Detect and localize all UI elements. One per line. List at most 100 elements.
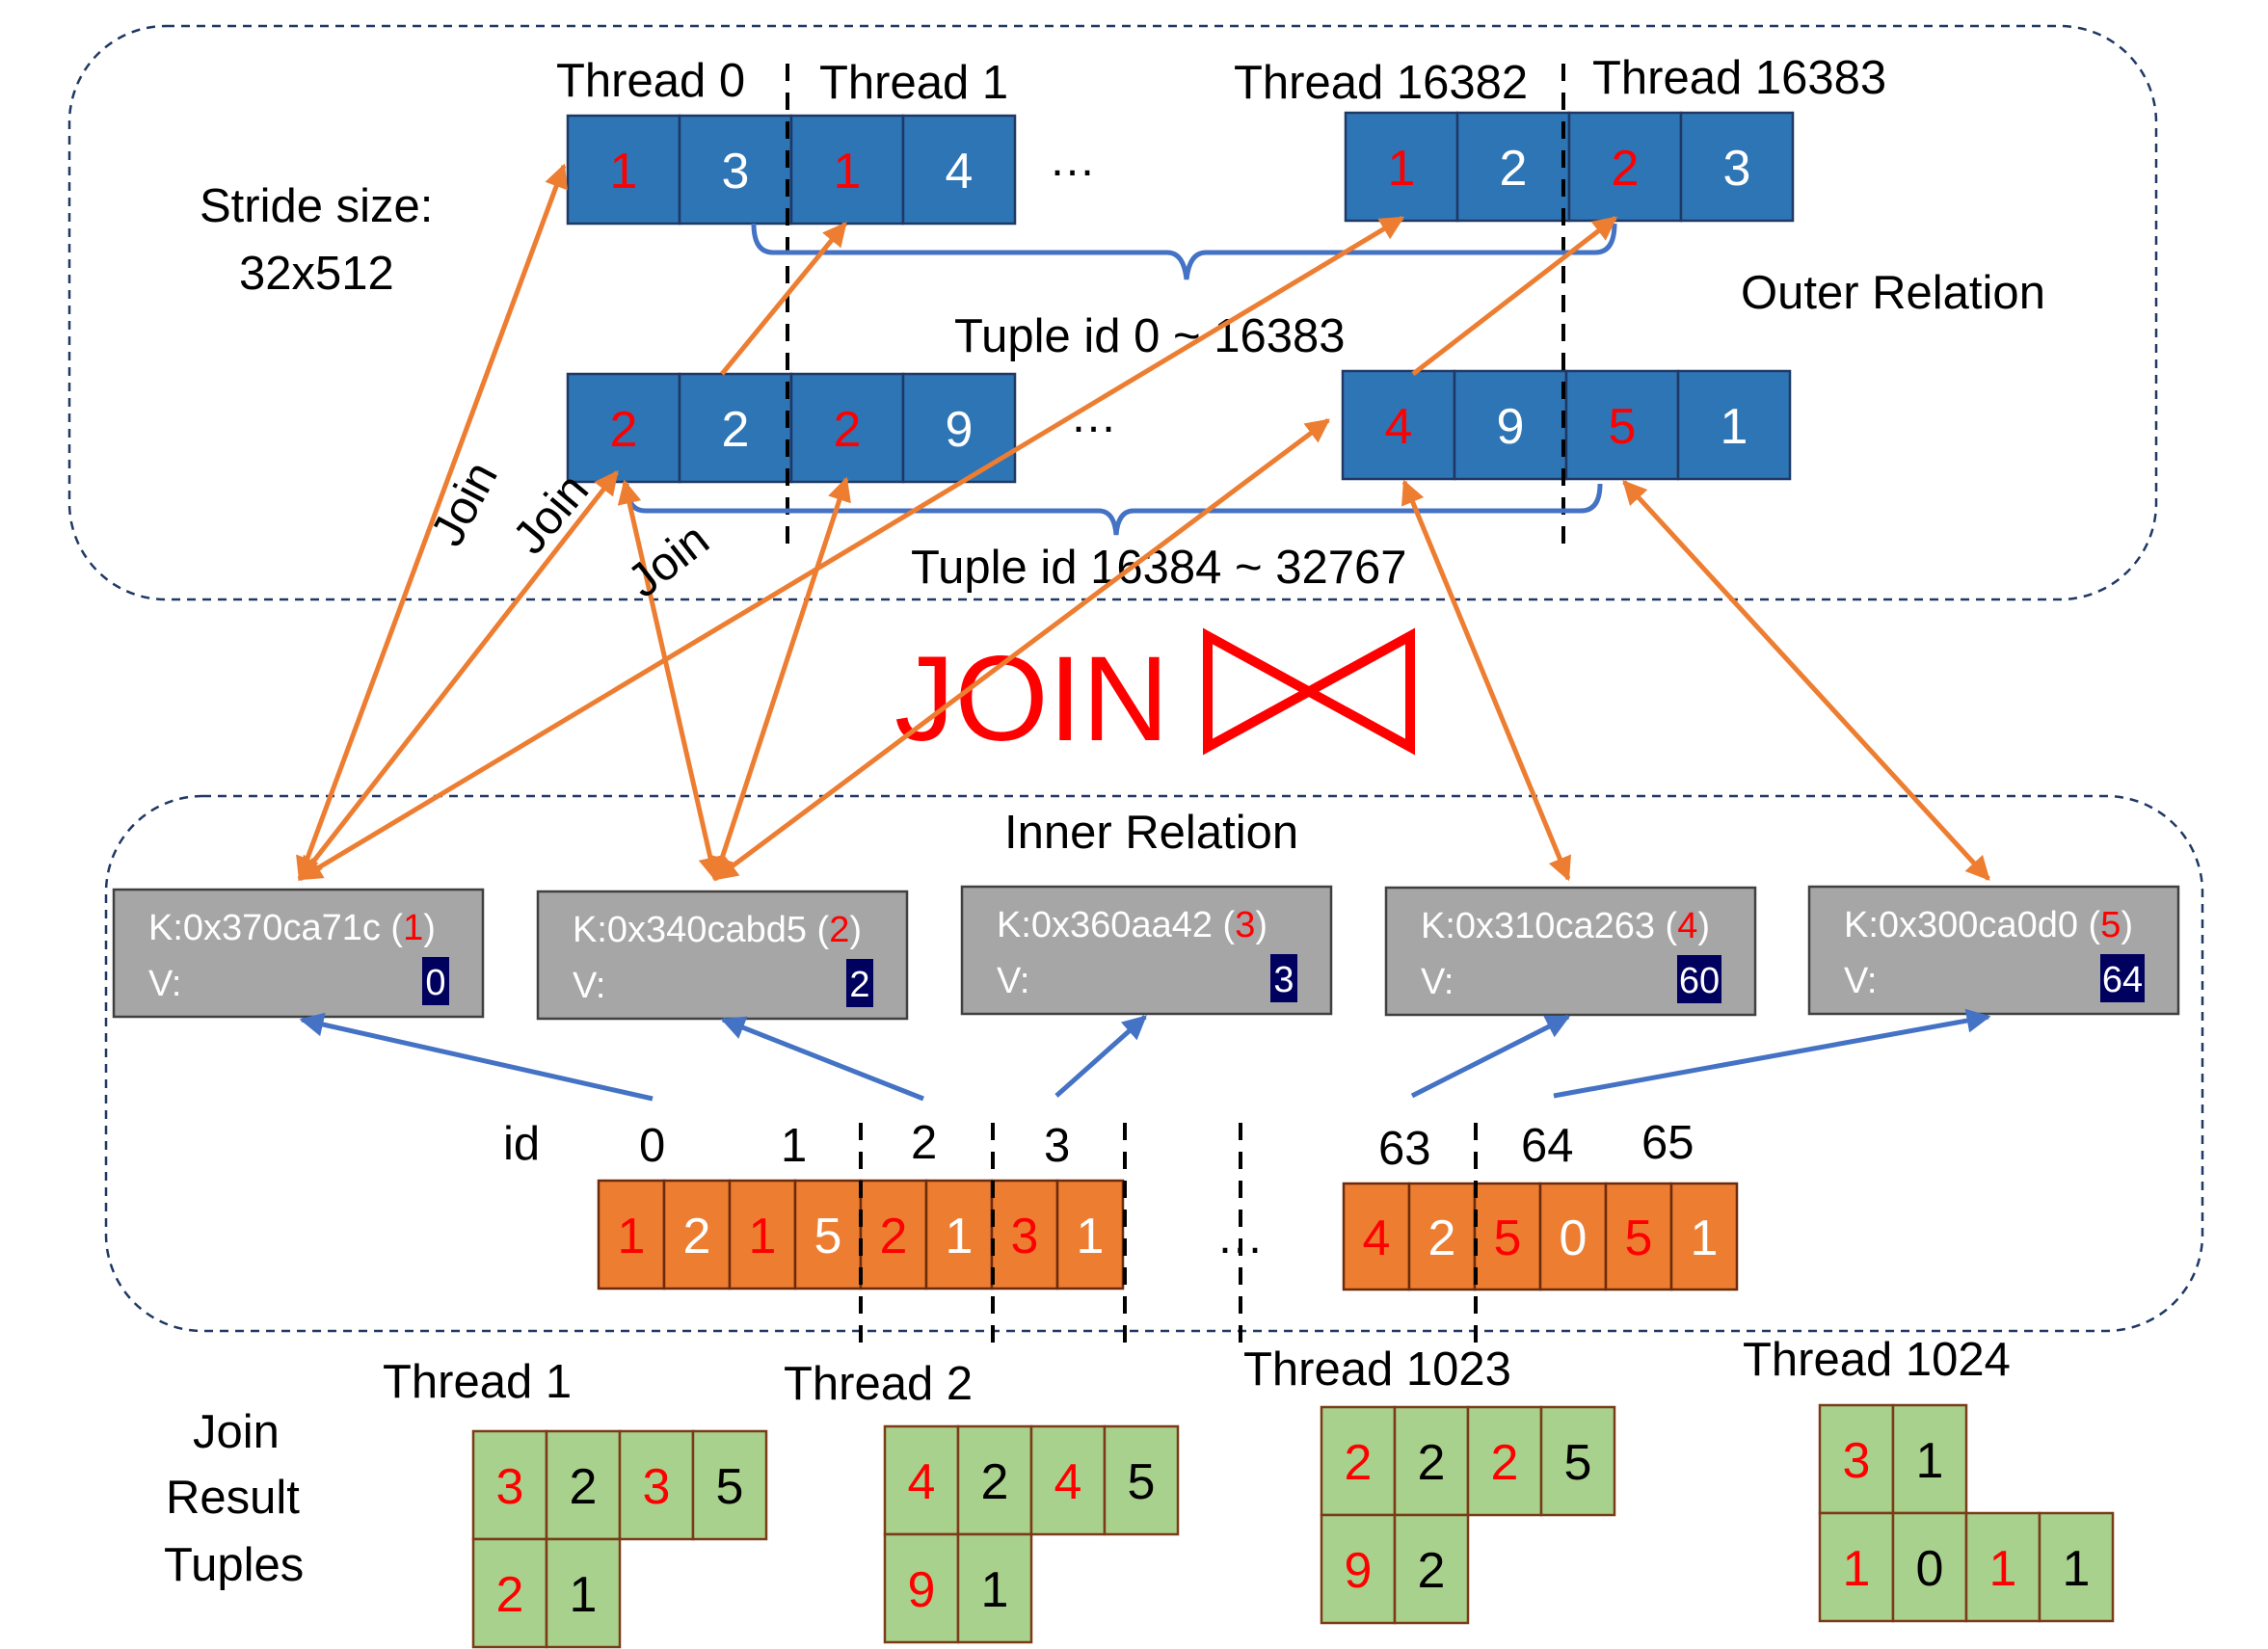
result-key: 2 xyxy=(496,1567,524,1623)
inner-tuple-value: 1 xyxy=(1691,1210,1719,1266)
join-arrow xyxy=(617,479,723,882)
result-key: 1 xyxy=(1843,1541,1871,1597)
result-cell xyxy=(471,1537,548,1649)
outer-tuple-key: 5 xyxy=(1609,399,1637,455)
pointer-arrow xyxy=(1553,1008,1991,1099)
result-key: 9 xyxy=(908,1562,936,1618)
inner-tuple-key: 1 xyxy=(749,1209,777,1264)
inner-tuple-key: 5 xyxy=(1494,1210,1522,1266)
result-key: 3 xyxy=(1843,1433,1871,1489)
hash-entry-value-label: V: xyxy=(148,964,182,1004)
outer-ellipsis-row-1: … xyxy=(1049,134,1096,186)
outer-tuple-key: 1 xyxy=(834,144,862,199)
hash-entry-key-close: ) xyxy=(849,910,862,950)
result-key: 4 xyxy=(1054,1454,1082,1510)
hash-entry-key-close: ) xyxy=(423,908,436,948)
outer-tuple-cell xyxy=(1455,111,1571,223)
pointer-arrow xyxy=(1410,1014,1571,1099)
hash-entry-key-hex: K:0x300ca0d0 ( xyxy=(1844,905,2101,945)
hash-entry-value-label: V: xyxy=(997,961,1030,1001)
result-cell xyxy=(1103,1424,1180,1536)
hash-entry-value-box xyxy=(846,959,873,1007)
result-key: 4 xyxy=(908,1454,936,1510)
outer-ellipsis-row-2: … xyxy=(1070,390,1117,442)
result-thread-label-1: Thread 1 xyxy=(383,1356,572,1408)
inner-tuple-cell xyxy=(1407,1182,1477,1291)
result-key: 2 xyxy=(1345,1435,1373,1491)
inner-tuple-key: 4 xyxy=(1363,1210,1391,1266)
result-key: 9 xyxy=(1345,1543,1373,1599)
inner-id-64: 64 xyxy=(1521,1120,1574,1172)
result-key: 3 xyxy=(643,1459,671,1515)
hash-entry-value: 60 xyxy=(1679,961,1720,1001)
inner-tuple-key: 1 xyxy=(618,1209,646,1264)
inner-id-63: 63 xyxy=(1378,1123,1431,1175)
result-value: 5 xyxy=(1128,1454,1156,1510)
outer-tuple-cell xyxy=(1676,369,1792,481)
result-cell xyxy=(1539,1405,1616,1517)
inner-tuple-cell xyxy=(1669,1182,1739,1291)
inner-id-1: 1 xyxy=(781,1120,807,1172)
join-arrow xyxy=(1401,479,1571,882)
join-arrow xyxy=(1622,480,1990,881)
result-value: 1 xyxy=(570,1567,598,1623)
tuple-range-bracket-2 xyxy=(624,483,1603,536)
outer-tuple-key: 4 xyxy=(1385,399,1413,455)
hash-entry-key: K:0x310ca263 (4) xyxy=(1421,906,1710,946)
result-thread-label-2: Thread 2 xyxy=(784,1358,973,1410)
result-cell xyxy=(1393,1405,1470,1517)
bowtie-join-icon xyxy=(1203,627,1415,756)
outer-tuple-cell xyxy=(1564,369,1680,481)
inner-tuple-cell xyxy=(1342,1182,1411,1291)
outer-tuple-value: 2 xyxy=(722,402,750,458)
hash-entry xyxy=(960,885,1333,1016)
result-cell xyxy=(618,1429,695,1541)
hash-entry-value-label: V: xyxy=(1844,961,1878,1001)
tuple-range-bracket-1 xyxy=(751,223,1617,280)
result-cell xyxy=(691,1429,768,1541)
result-value: 1 xyxy=(1916,1433,1944,1489)
result-cell xyxy=(2038,1511,2115,1623)
hash-entry-key: K:0x300ca0d0 (5) xyxy=(1844,905,2133,945)
result-value: 2 xyxy=(1418,1543,1446,1599)
inner-tuple-cell xyxy=(1604,1182,1673,1291)
inner-tuple-cell xyxy=(1473,1182,1542,1291)
hash-entry-key-hex: K:0x370ca71c ( xyxy=(148,908,403,948)
result-value: 2 xyxy=(570,1459,598,1515)
hash-entry-value-label: V: xyxy=(573,966,606,1006)
result-thread-label-1024: Thread 1024 xyxy=(1743,1334,2011,1386)
result-cell xyxy=(545,1537,622,1649)
inner-tuple-cell xyxy=(859,1179,928,1290)
hash-entry-value: 64 xyxy=(2102,960,2143,1000)
outer-tuple-key: 1 xyxy=(1388,141,1416,197)
join-arrows xyxy=(296,163,1990,882)
result-value: 1 xyxy=(2063,1541,2091,1597)
outer-tuple-cell xyxy=(901,114,1017,226)
inner-tuple-cell xyxy=(793,1179,863,1290)
result-cell xyxy=(1964,1511,2041,1623)
result-value: 2 xyxy=(1418,1435,1446,1491)
tuple-range-label-1: Tuple id 0 ~ 16383 xyxy=(954,310,1345,362)
hash-entry-key-close: ) xyxy=(1255,905,1267,945)
pointer-arrow xyxy=(720,1016,924,1102)
outer-tuple-value: 9 xyxy=(946,402,974,458)
result-value: 1 xyxy=(981,1562,1009,1618)
inner-tuple-key: 3 xyxy=(1011,1209,1039,1264)
result-cell xyxy=(1320,1405,1397,1517)
result-value: 5 xyxy=(1564,1435,1592,1491)
outer-tuple-cell xyxy=(1679,111,1795,223)
hash-entry-key-hex: K:0x340cabd5 ( xyxy=(573,910,830,950)
outer-tuple-value: 9 xyxy=(1497,399,1525,455)
result-key: 3 xyxy=(496,1459,524,1515)
hash-entry xyxy=(536,890,909,1021)
pointer-arrow xyxy=(1054,1015,1147,1098)
thread-label-0: Thread 0 xyxy=(556,55,745,107)
inner-tuple-value: 2 xyxy=(1428,1210,1456,1266)
inner-tuple-key: 2 xyxy=(880,1209,908,1264)
hash-entry-key: K:0x340cabd5 (2) xyxy=(573,910,862,950)
